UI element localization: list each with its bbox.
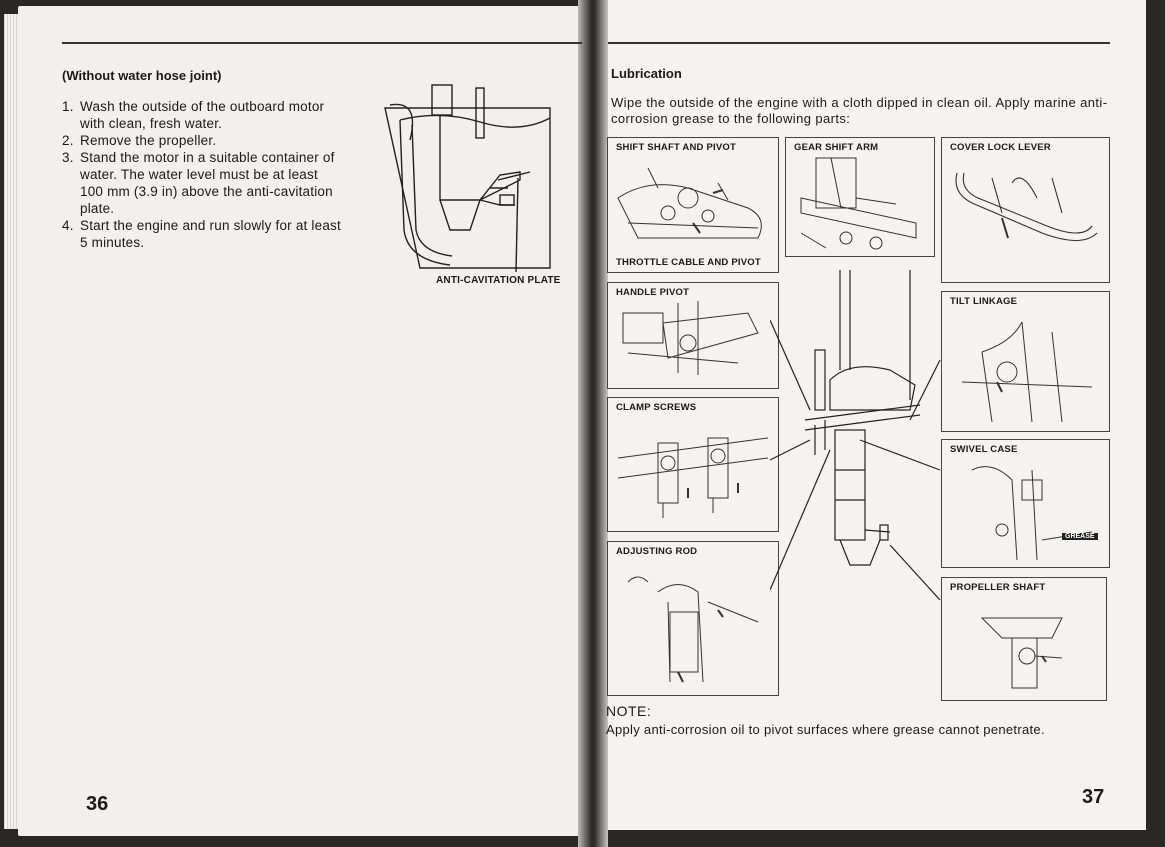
- adjusting-rod-label: ADJUSTING ROD: [616, 546, 698, 557]
- shift-shaft-box: SHIFT SHAFT AND PIVOT THROTTLE CABLE AND…: [607, 137, 779, 273]
- clamp-screws-drawing: [617, 437, 769, 518]
- tilt-linkage-box: TILT LINKAGE: [941, 291, 1110, 432]
- left-header-rule: [62, 42, 582, 44]
- swivel-case-label: SWIVEL CASE: [950, 444, 1018, 455]
- throttle-cable-label: THROTTLE CABLE AND PIVOT: [616, 257, 761, 268]
- note-text: Apply anti-corrosion oil to pivot surfac…: [606, 722, 1045, 737]
- step-item: 4.Start the engine and run slowly for at…: [62, 218, 341, 250]
- cover-lock-lever-drawing: [955, 172, 1098, 242]
- swivel-case-drawing: [971, 466, 1093, 561]
- grease-tag: GREASE: [1062, 533, 1098, 540]
- clamp-screws-box: CLAMP SCREWS: [607, 397, 779, 532]
- cover-lock-lever-label: COVER LOCK LEVER: [950, 142, 1051, 153]
- step-item: 1.Wash the outside of the outboard motor…: [62, 99, 325, 131]
- propeller-shaft-box: PROPELLER SHAFT: [941, 577, 1107, 701]
- left-page-number: 36: [86, 793, 109, 815]
- outboard-motor-overview: [770, 270, 941, 600]
- shift-shaft-drawing: [617, 167, 762, 239]
- left-page: [4, 6, 590, 836]
- motor-in-container-illustration: [384, 84, 551, 273]
- propeller-shaft-drawing: [980, 617, 1063, 689]
- swivel-case-box: SWIVEL CASE: [941, 439, 1110, 568]
- handle-pivot-label: HANDLE PIVOT: [616, 287, 690, 298]
- tilt-linkage-label: TILT LINKAGE: [950, 296, 1018, 307]
- note-title: NOTE:: [606, 703, 652, 719]
- cover-lock-lever-box: COVER LOCK LEVER: [941, 137, 1110, 283]
- step-item: 3.Stand the motor in a suitable containe…: [62, 150, 335, 216]
- page-stack-edge: [4, 14, 18, 829]
- handle-pivot-box: HANDLE PIVOT: [607, 282, 779, 389]
- propeller-shaft-label: PROPELLER SHAFT: [950, 582, 1046, 593]
- gear-shift-arm-drawing: [800, 157, 917, 250]
- step-item: 2.Remove the propeller.: [62, 133, 217, 148]
- shift-shaft-label: SHIFT SHAFT AND PIVOT: [616, 142, 736, 153]
- right-heading: Lubrication: [611, 66, 682, 81]
- handle-pivot-drawing: [622, 301, 759, 375]
- adjusting-rod-box: ADJUSTING ROD: [607, 541, 779, 696]
- adjusting-rod-drawing: [627, 576, 759, 683]
- right-page-number: 37: [1082, 786, 1105, 808]
- washing-steps: 1.Wash the outside of the outboard motor…: [62, 98, 342, 251]
- clamp-screws-label: CLAMP SCREWS: [616, 402, 697, 413]
- tilt-linkage-drawing: [961, 321, 1093, 423]
- right-header-rule: [608, 42, 1110, 44]
- book-gutter: [578, 0, 608, 847]
- anti-cavitation-plate-label: ANTI-CAVITATION PLATE: [436, 275, 561, 286]
- left-heading: (Without water hose joint): [62, 68, 222, 83]
- lubrication-intro: Wipe the outside of the engine with a cl…: [611, 95, 1108, 126]
- gear-shift-arm-label: GEAR SHIFT ARM: [794, 142, 879, 153]
- gear-shift-arm-box: GEAR SHIFT ARM: [785, 137, 935, 257]
